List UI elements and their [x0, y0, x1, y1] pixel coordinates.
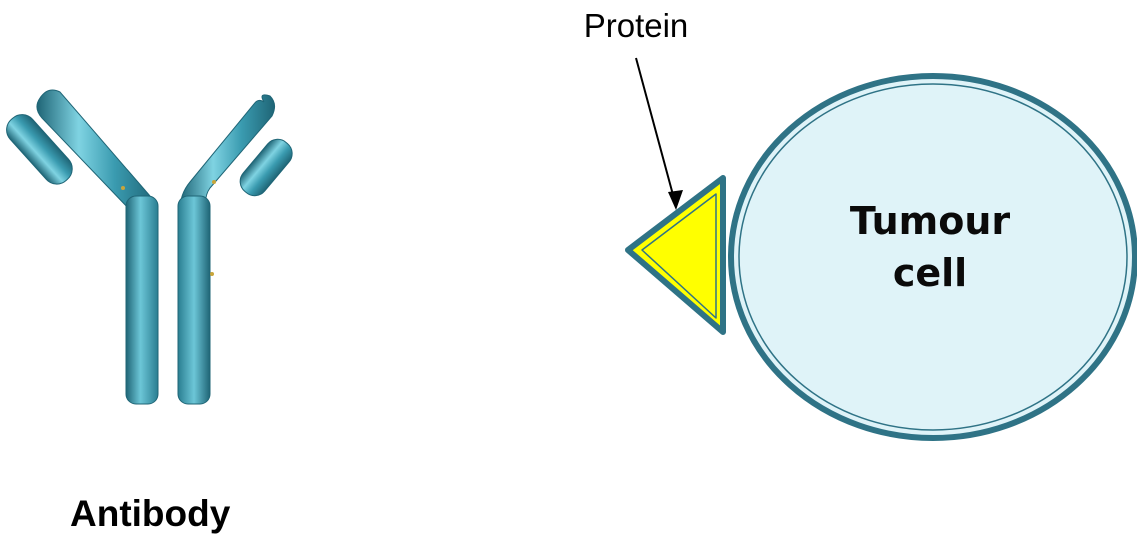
protein-pointer-arrow [636, 58, 683, 210]
tumour-cell-label-line1: Tumour [810, 195, 1050, 247]
tumour-cell-label: Tumour cell [810, 195, 1050, 299]
antibody-label: Antibody [70, 492, 230, 536]
antibody-icon [1, 90, 298, 404]
tumour-cell-label-line2: cell [810, 247, 1050, 299]
protein-label: Protein [546, 6, 726, 46]
